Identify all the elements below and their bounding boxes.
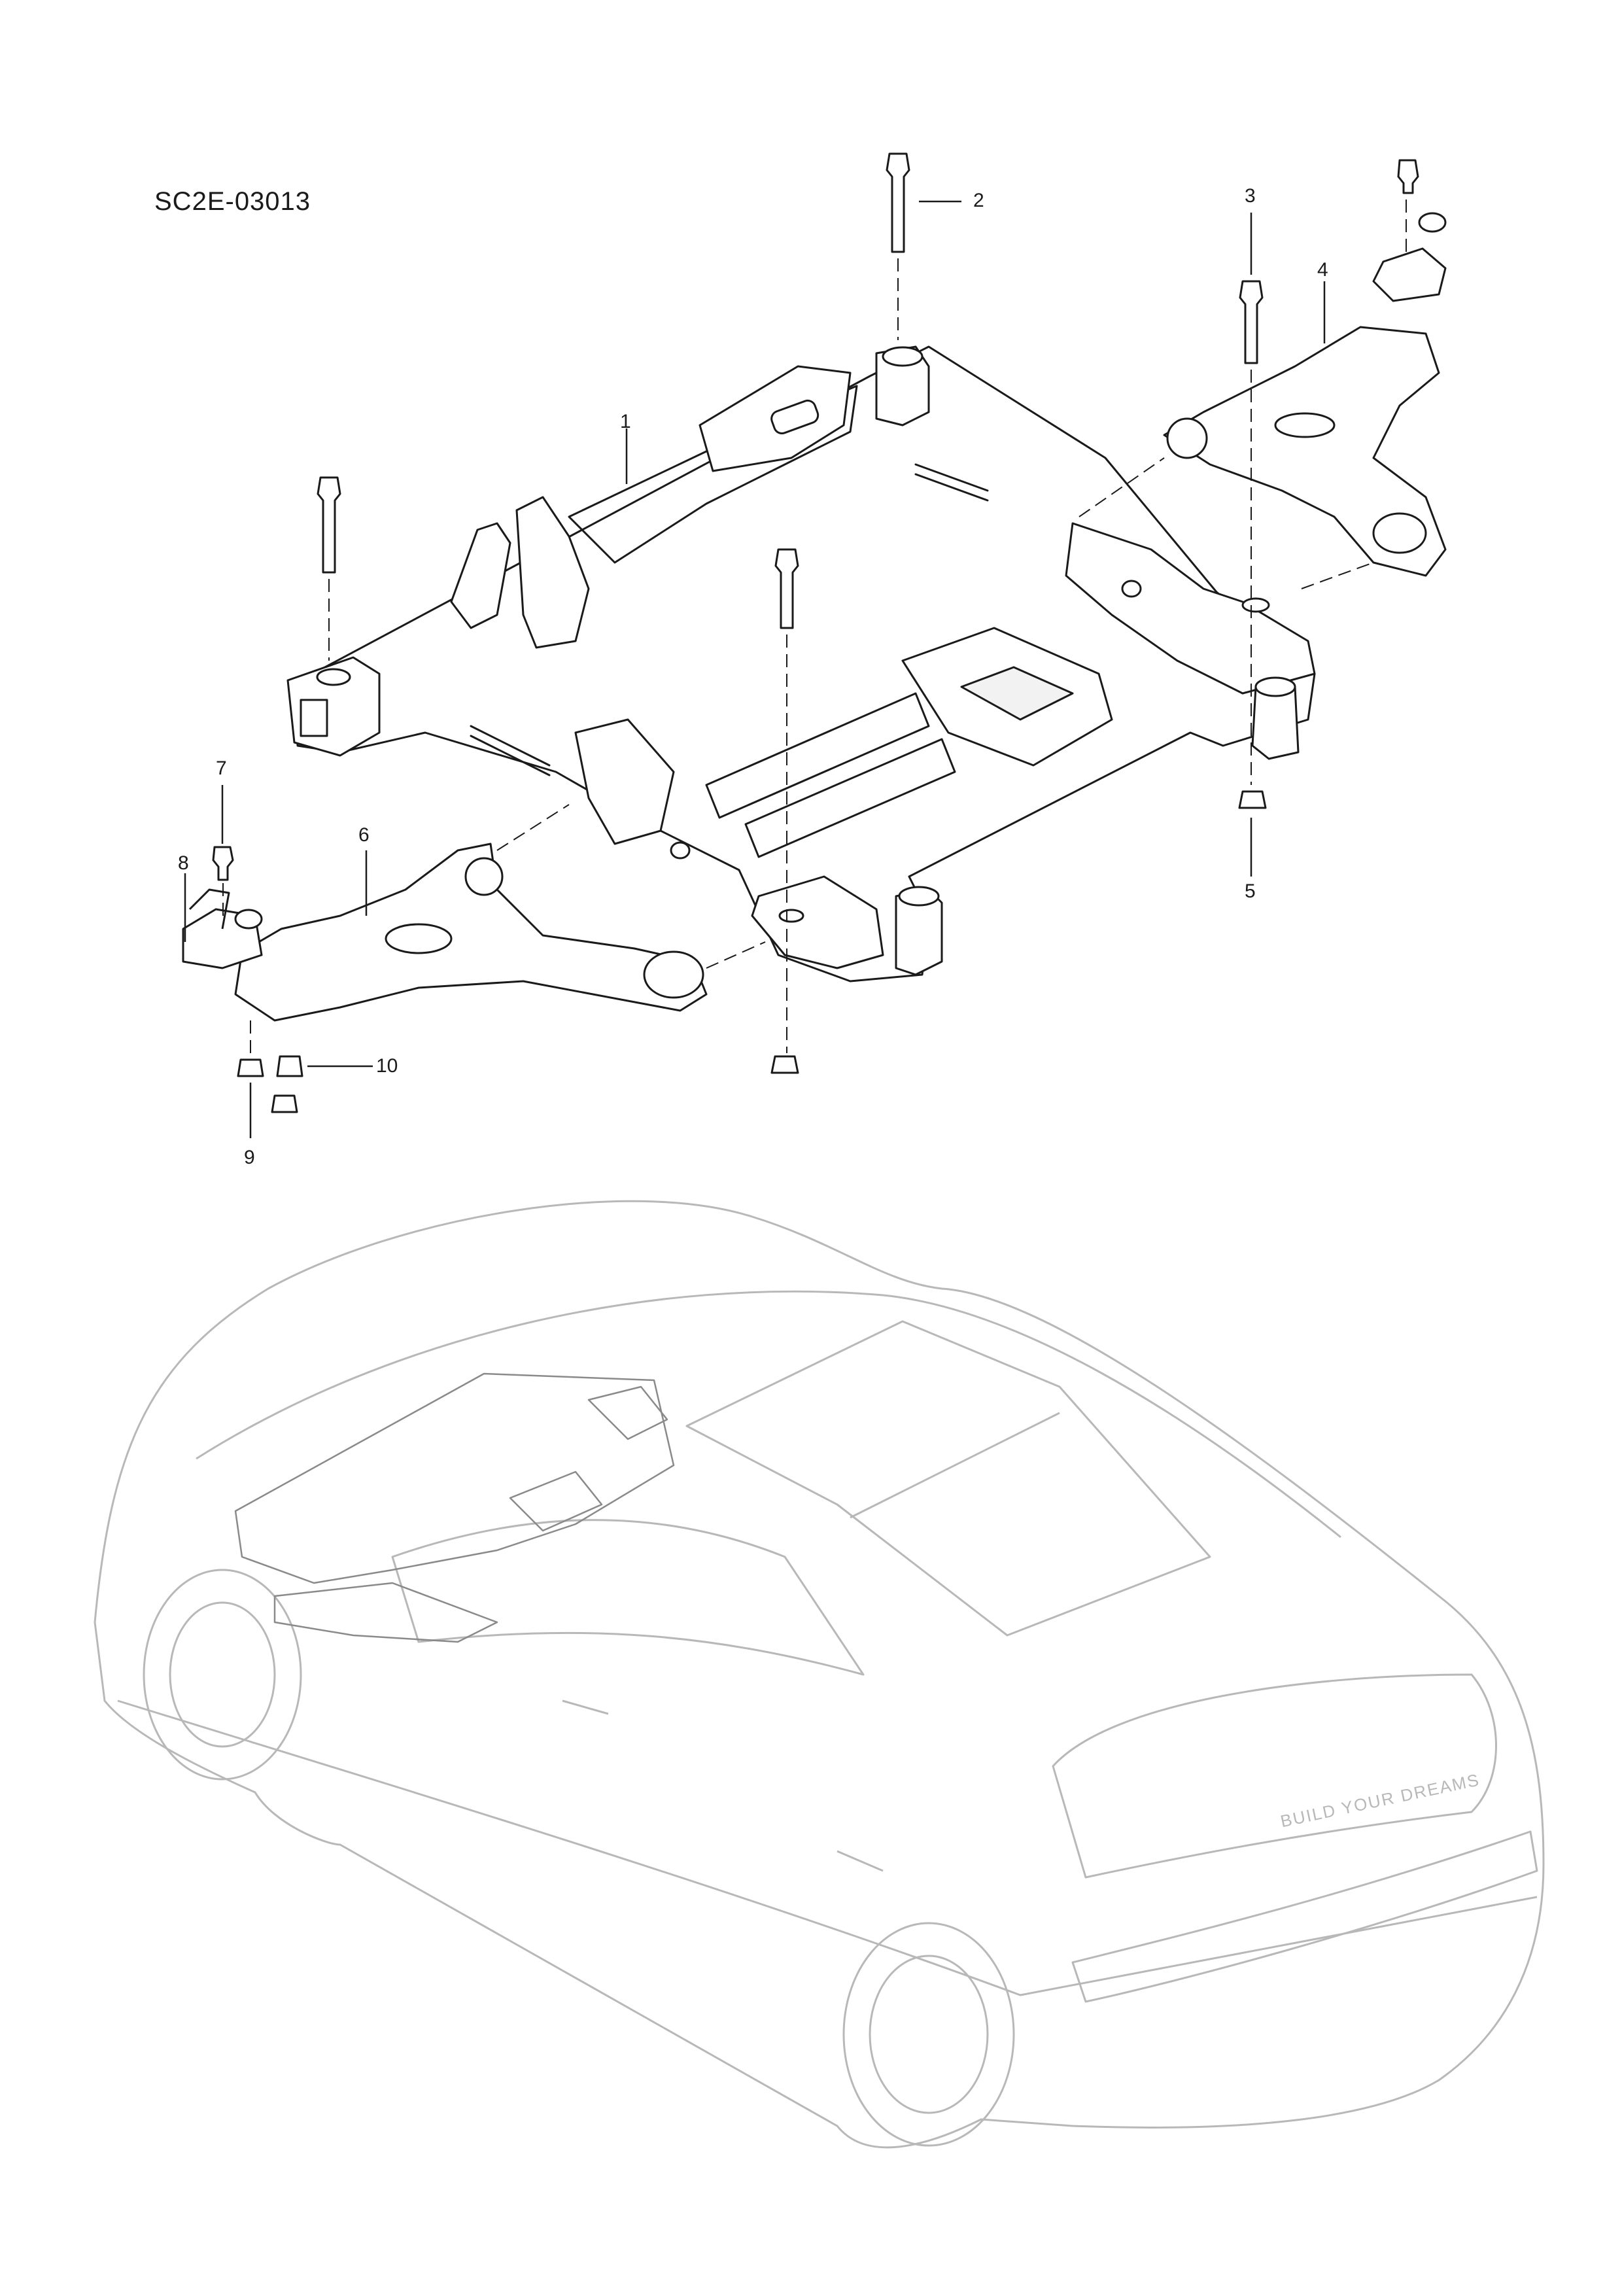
control-arm-left [182, 843, 708, 1022]
tube-lower [744, 738, 956, 858]
bolt-center [774, 548, 799, 629]
drawing-code: SC2E-03013 [154, 187, 311, 216]
front-left-bracket [574, 718, 675, 845]
nut-bottom-center [770, 1055, 799, 1074]
callout-2: 2 [973, 190, 984, 211]
vehicle-outline [94, 1200, 1545, 2149]
left-mount-block [286, 656, 381, 757]
callout-10: 10 [376, 1055, 398, 1077]
callout-5: 5 [1245, 880, 1256, 902]
right-bushing-top [1254, 676, 1296, 697]
subframe-assembly [286, 345, 1316, 983]
vehicle-side-line [117, 1699, 1538, 1996]
vehicle-door-handle-rear [837, 1850, 884, 1872]
nut-5 [1238, 790, 1267, 809]
control-arm-left-bushing [464, 857, 504, 896]
ball-joint-right [1372, 247, 1447, 302]
center-plate-pad [960, 666, 1074, 721]
bolt-7 [212, 846, 234, 881]
front-bushing-top [898, 886, 940, 907]
left-bracket [450, 522, 511, 629]
rear-bushing-column [875, 345, 930, 426]
vehicle-sunroof-divider [850, 1412, 1060, 1519]
control-arm-right-bushing [1166, 417, 1208, 459]
align-right-arm [1078, 457, 1165, 517]
callout-4: 4 [1317, 259, 1328, 281]
frame-nut-left [670, 841, 691, 860]
leader-lines [184, 200, 1326, 1138]
front-lower-mount-hole [778, 909, 804, 923]
bolt-3 [1239, 280, 1264, 364]
right-mount-hole [1241, 597, 1270, 613]
bolt-left [317, 476, 341, 574]
callout-8: 8 [178, 852, 189, 874]
vehicle-front-wheel [143, 1569, 302, 1781]
vehicle-rear-wheel-inner [869, 1955, 989, 2114]
right-cross-member [1065, 522, 1316, 695]
control-arm-right-hole [1274, 412, 1336, 438]
ball-joint-left-arm [188, 888, 230, 930]
nut-10b [271, 1094, 298, 1113]
tube-upper [705, 692, 930, 819]
control-arm-left-hole [385, 923, 453, 954]
ghost-center-plate [509, 1470, 603, 1532]
vehicle-door-handle [562, 1699, 609, 1715]
ball-joint-left-stud [234, 909, 263, 930]
ball-joint-right-stud [1418, 212, 1447, 233]
frame-nut-right [1121, 580, 1142, 598]
left-mount-window [300, 699, 328, 737]
vehicle-sunroof [685, 1320, 1211, 1637]
frame-bolt-left [470, 725, 551, 776]
ghost-right-arm [587, 1385, 668, 1440]
ghost-subframe-outline [234, 1372, 675, 1584]
right-bushing [1251, 686, 1300, 760]
vehicle-rear-window [1052, 1673, 1497, 1879]
vehicle-front-wheel-inner [169, 1601, 276, 1748]
vehicle-roof [196, 1290, 1341, 1539]
control-arm-right [1163, 212, 1447, 577]
callout-7: 7 [216, 757, 227, 779]
fasteners [212, 152, 1419, 1113]
rear-bushing-top [882, 346, 923, 367]
front-lower-mount [751, 875, 884, 969]
left-bracket-plate [515, 496, 590, 649]
callout-9: 9 [244, 1147, 255, 1168]
bolt-top-right [1397, 159, 1419, 194]
ghost-left-arm [273, 1582, 498, 1643]
control-arm-left-pivot [643, 950, 704, 999]
callout-3: 3 [1245, 185, 1256, 207]
frame-bolt-right [914, 463, 989, 502]
vehicle-subframe-ghost [234, 1372, 675, 1643]
vehicle-side-window [391, 1519, 865, 1676]
control-arm-right-body [1163, 326, 1447, 577]
control-arm-right-pivot [1372, 512, 1427, 554]
rear-plate-slot [770, 399, 820, 435]
nut-9 [237, 1058, 264, 1077]
align-right-arm-2 [1301, 562, 1374, 589]
left-mount-hole [316, 668, 351, 686]
vehicle-body [94, 1200, 1545, 2149]
nut-10 [276, 1055, 303, 1077]
vehicle-rear-light [1071, 1830, 1538, 2003]
vehicle-rear-wheel [842, 1922, 1015, 2147]
align-left-arm [496, 804, 570, 851]
align-left-arm-2 [706, 941, 766, 969]
bolt-2 [886, 152, 910, 253]
alignment-lines [222, 200, 1407, 1056]
callout-6: 6 [358, 824, 370, 846]
callout-1: 1 [620, 411, 631, 432]
